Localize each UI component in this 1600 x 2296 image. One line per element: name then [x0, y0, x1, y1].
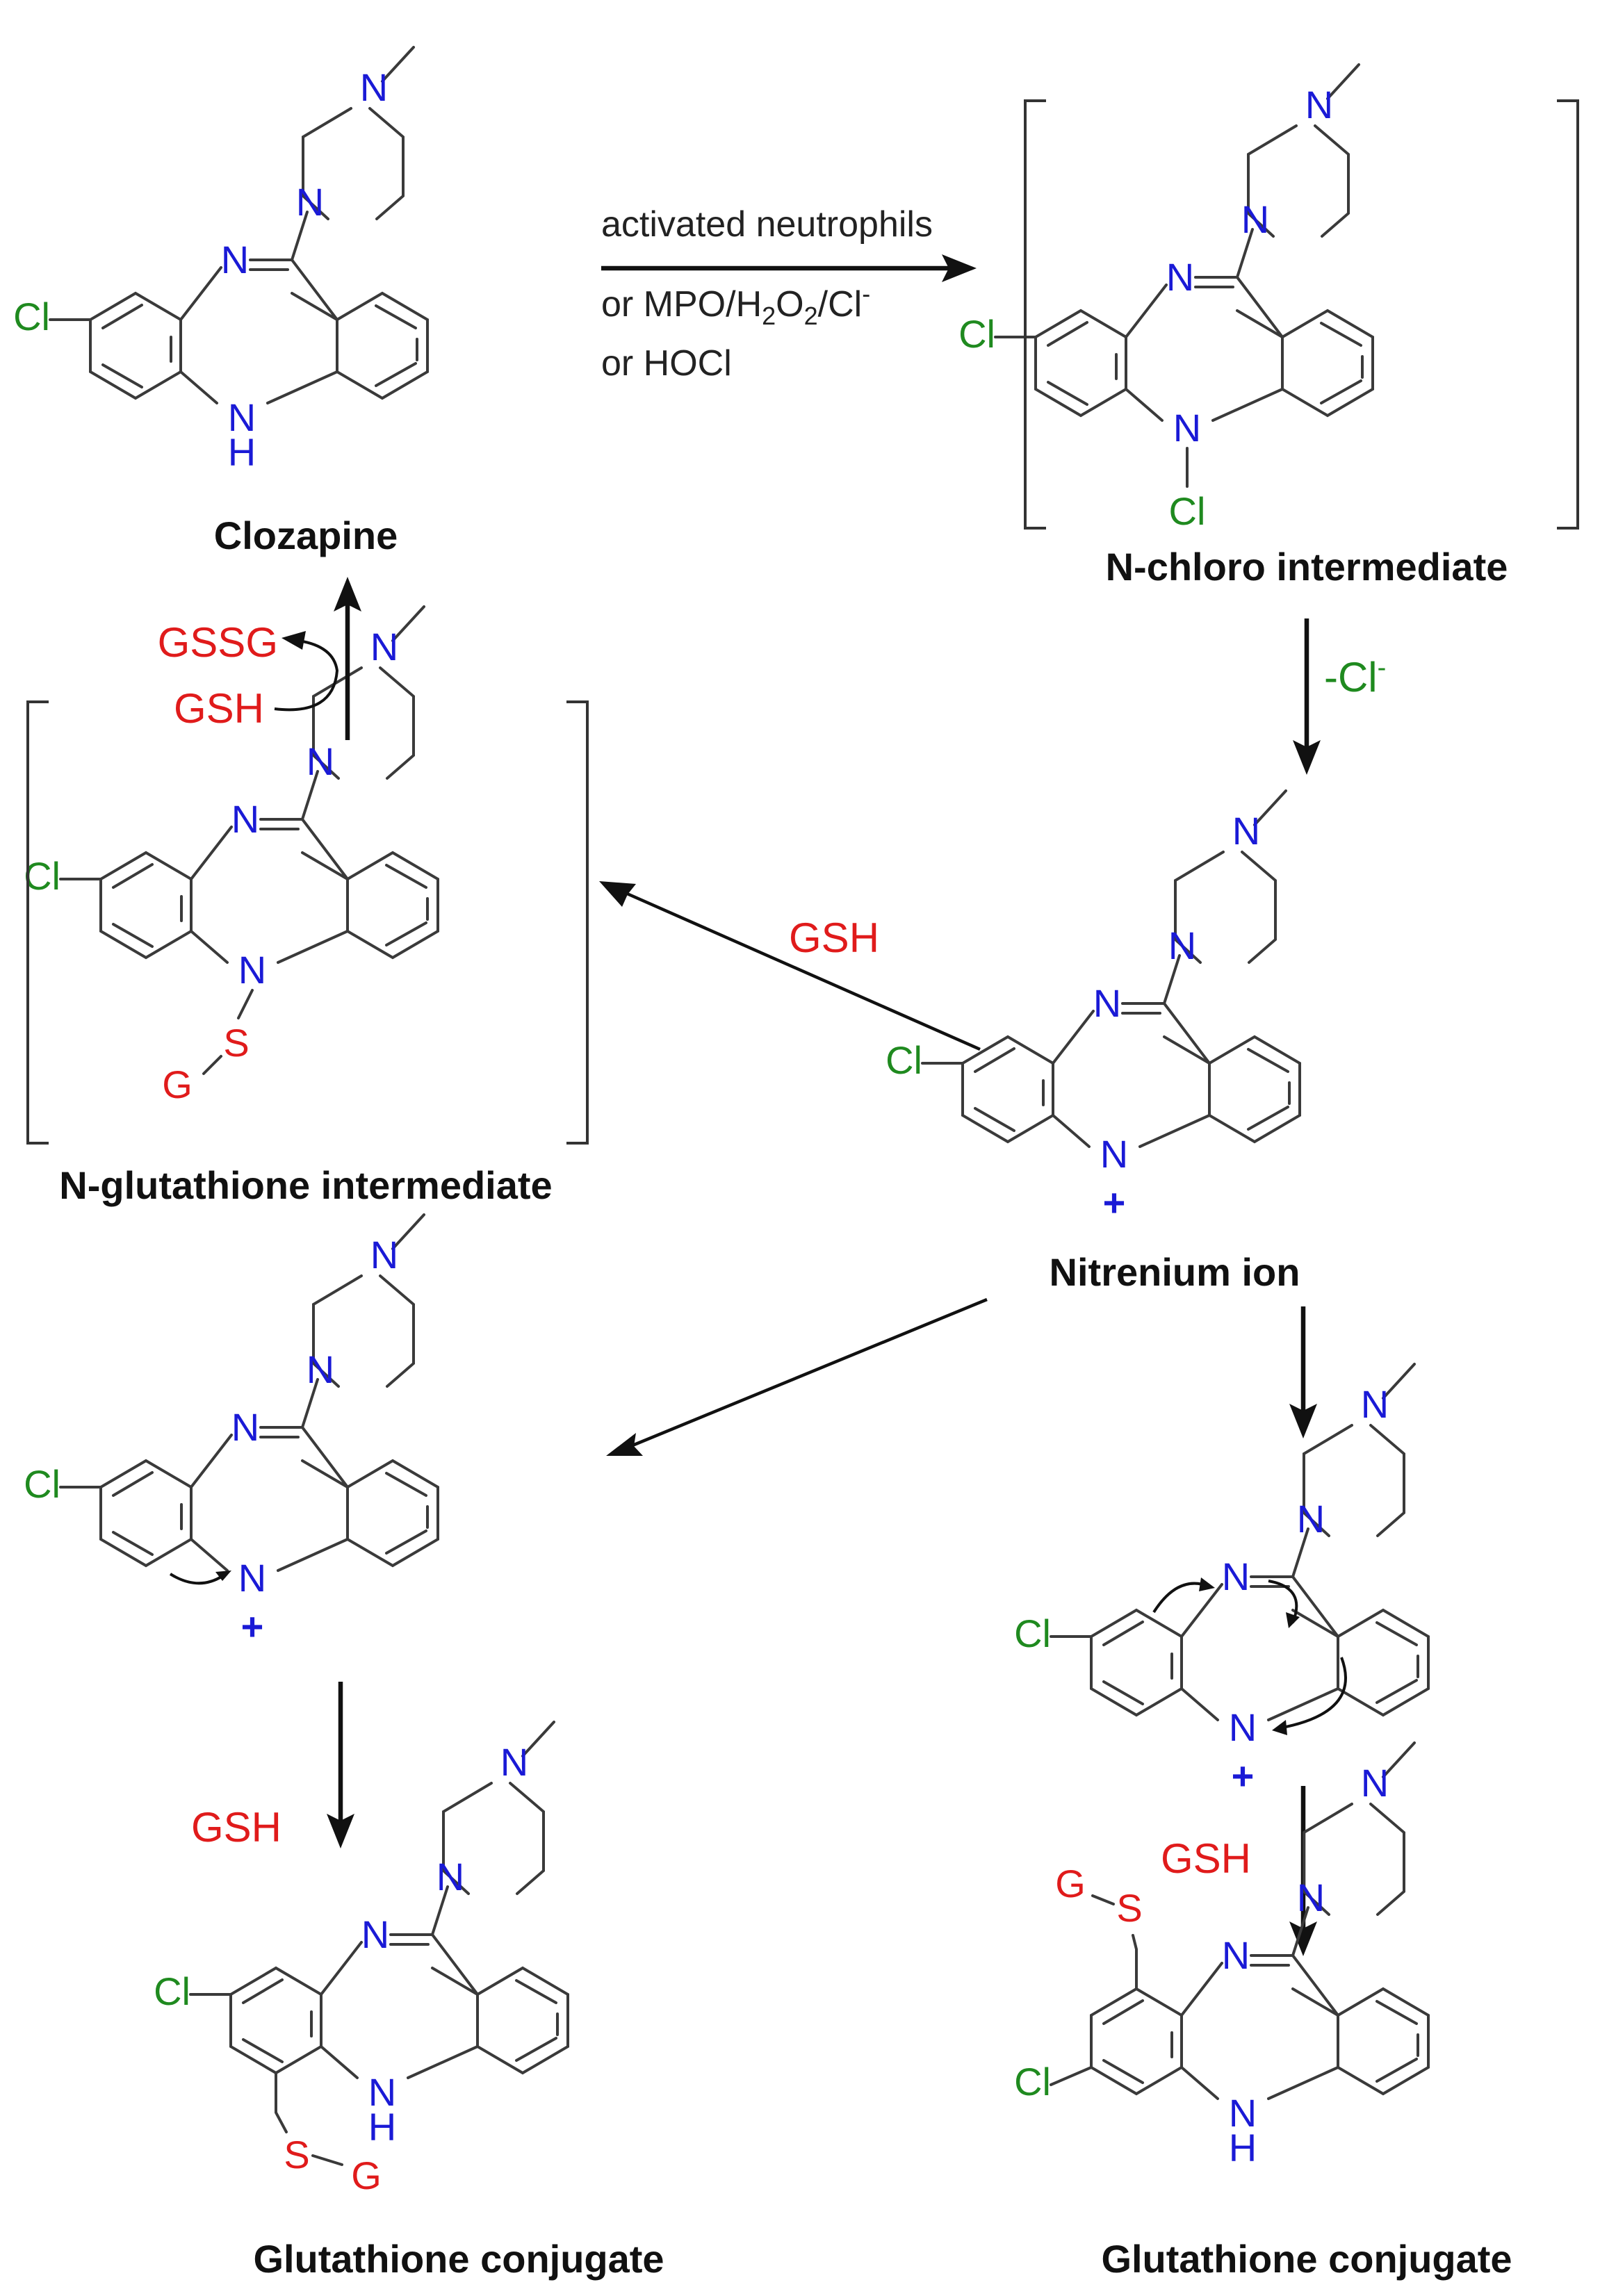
svg-text:G: G [162, 1063, 193, 1106]
svg-text:N: N [1229, 2091, 1257, 2135]
molecule-conjugate-left: N H S G [154, 1721, 569, 2197]
reagent-gsh-right: GSH [1161, 1835, 1251, 1882]
oxidation-arrow [601, 254, 977, 282]
molecule-clozapine: N H [13, 46, 429, 474]
svg-text:N: N [1297, 1876, 1325, 1919]
molecule-nitrenium: N + [885, 789, 1301, 1224]
reagent-gsh-recycle: GSH [174, 685, 264, 732]
molecule-n-glutathione: N S G [24, 605, 439, 1106]
bracket-right-n-chloro [1557, 99, 1579, 530]
loss-of-chloride-arrow [1293, 618, 1321, 775]
svg-text:S: S [284, 2133, 309, 2176]
svg-text:N: N [1229, 1705, 1257, 1749]
svg-text:N: N [1100, 1132, 1128, 1176]
bracket-right-n-glutathione [566, 700, 589, 1145]
svg-text:H: H [228, 430, 256, 474]
svg-text:N: N [1173, 406, 1201, 450]
svg-text:+: + [1232, 1754, 1255, 1798]
svg-text:S: S [1116, 1886, 1142, 1930]
svg-text:+: + [1103, 1181, 1126, 1224]
svg-text:S: S [223, 1021, 249, 1065]
label-n-glutathione: N-glutathione intermediate [59, 1163, 552, 1207]
reagent-gssg: GSSG [158, 619, 278, 666]
label-nitrenium: Nitrenium ion [1050, 1250, 1300, 1294]
svg-text:N: N [238, 1556, 266, 1600]
label-n-chloro: N-chloro intermediate [1106, 545, 1508, 589]
gsh-gssg-curly-arrowhead [281, 631, 306, 650]
svg-text:+: + [241, 1605, 264, 1648]
gsh-addition-arrow [599, 881, 981, 1051]
reagent-gsh-left: GSH [191, 1804, 281, 1851]
reagent-minus-cl: -Cl- [1324, 653, 1386, 700]
condition-line2: or MPO/H2O2/Cl- [601, 279, 870, 330]
reagent-gsh-to-n-glutathione: GSH [789, 915, 879, 961]
regeneration-arrow [334, 577, 361, 740]
svg-text:N: N [1222, 1933, 1250, 1977]
svg-text:N: N [1361, 1761, 1389, 1805]
label-clozapine: Clozapine [214, 514, 398, 557]
svg-text:G: G [1055, 1862, 1086, 1905]
resonance-arrow-left [606, 1297, 988, 1456]
svg-text:N: N [368, 2070, 396, 2114]
label-conjugate-right: Glutathione conjugate [1101, 2237, 1512, 2281]
svg-text:N: N [228, 395, 256, 439]
condition-line3: or HOCl [601, 343, 732, 384]
condition-line1: activated neutrophils [601, 204, 933, 245]
molecule-conjugate-right: N N N Cl N H S G [1014, 1741, 1430, 2170]
svg-text:G: G [351, 2154, 382, 2197]
resonance-arrow-right [1289, 1306, 1317, 1438]
svg-text:Cl: Cl [1169, 489, 1206, 533]
svg-text:Cl: Cl [1014, 2060, 1051, 2104]
bracket-left-n-glutathione [26, 700, 49, 1145]
gsh-gssg-curly-arrow [274, 639, 339, 712]
svg-text:N: N [238, 948, 266, 992]
bracket-left-n-chloro [1024, 99, 1046, 530]
molecule-n-chloro: N Cl [958, 63, 1374, 533]
gsh-arrow-left [327, 1682, 354, 1848]
label-conjugate-left: Glutathione conjugate [253, 2237, 664, 2281]
svg-text:H: H [1229, 2126, 1257, 2170]
molecule-nitrenium-right: N + [1014, 1363, 1430, 1798]
molecule-nitrenium-left: N + [24, 1213, 439, 1648]
svg-text:H: H [368, 2105, 396, 2149]
